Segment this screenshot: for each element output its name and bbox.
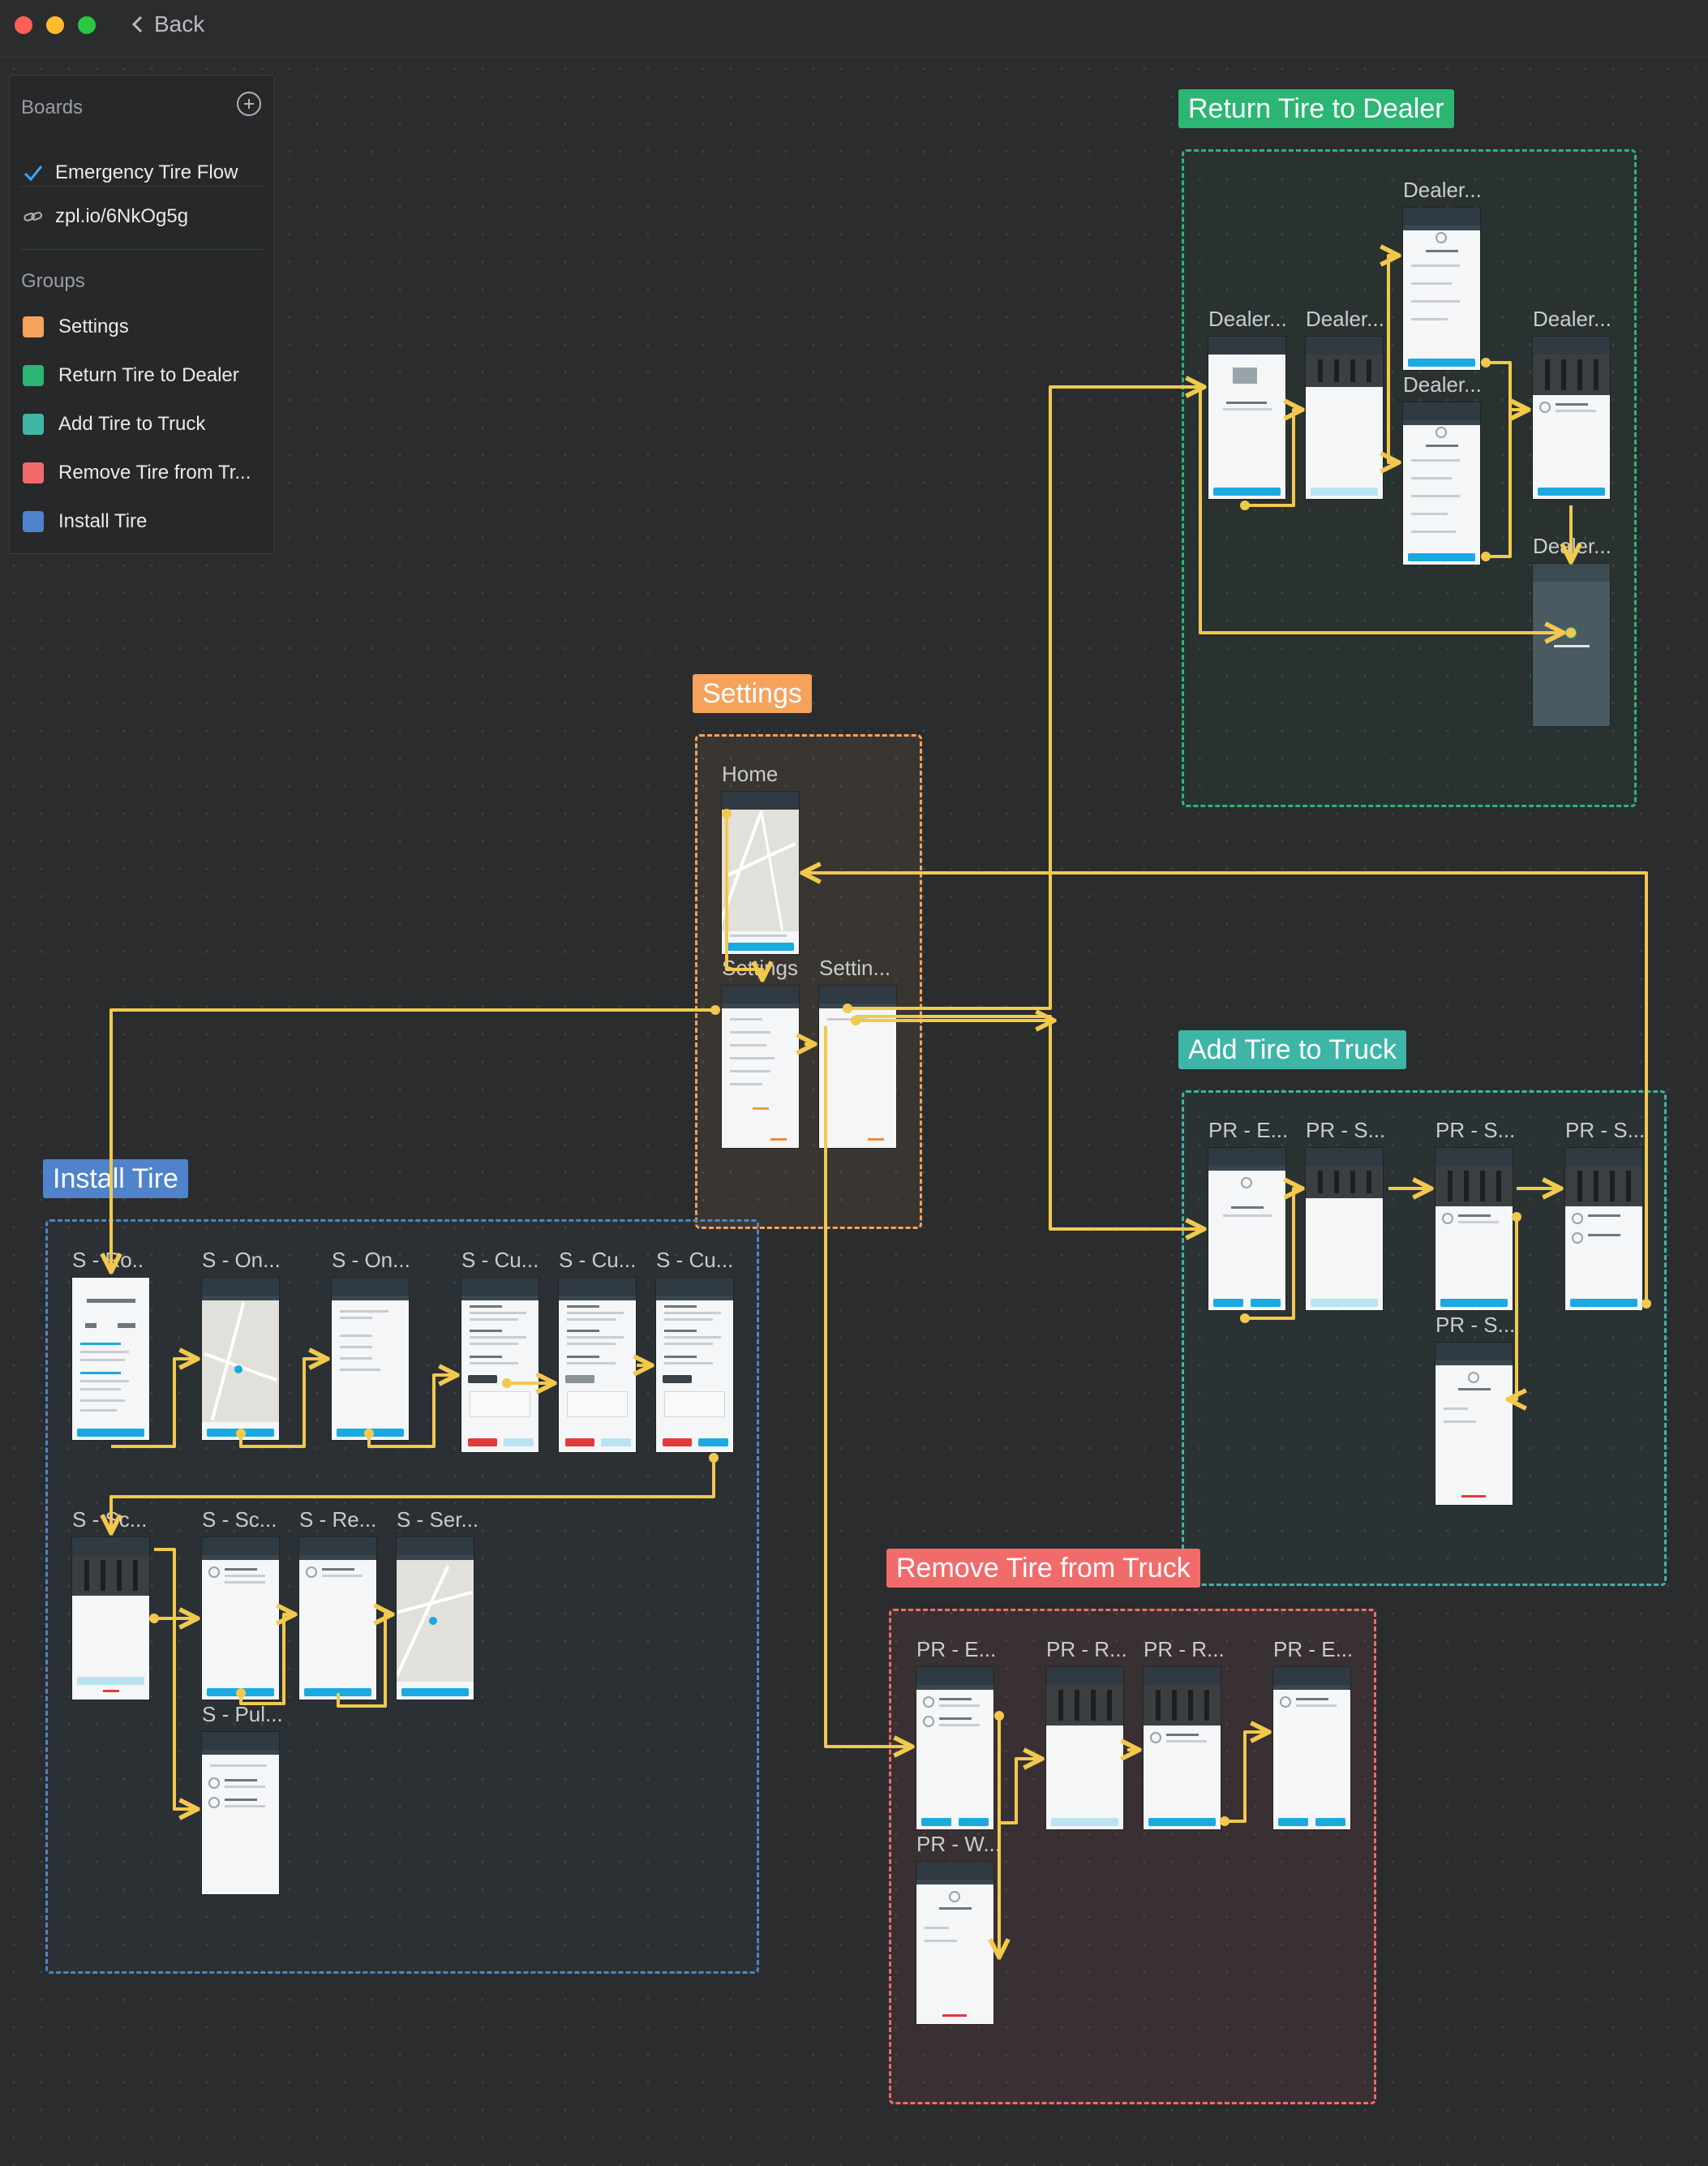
screen-label: PR - E... (916, 1637, 997, 1661)
screen-thumbnail[interactable] (1533, 337, 1610, 499)
screen-thumbnail[interactable] (1435, 1148, 1513, 1310)
screen-thumbnail[interactable] (332, 1278, 409, 1440)
groups-header: Groups (21, 270, 85, 292)
group-item-label: Return Tire to Dealer (58, 364, 239, 386)
screen-thumbnail[interactable] (1435, 1343, 1513, 1505)
screen-thumbnail[interactable] (722, 792, 799, 954)
screen-thumbnail[interactable] (1403, 208, 1480, 370)
group-item-label: Add Tire to Truck (58, 413, 206, 435)
screen-label: S - On... (332, 1248, 410, 1272)
screen-label: Dealer... (1533, 307, 1611, 331)
board-name: Emergency Tire Flow (55, 161, 238, 183)
screen-label: S - Ser... (397, 1507, 478, 1532)
group-color-swatch (23, 316, 44, 337)
screen-thumbnail[interactable] (722, 986, 799, 1148)
board-item[interactable]: Emergency Tire Flow (10, 152, 274, 194)
title-bar: Back (0, 0, 1708, 58)
screen-label: Dealer... (1208, 307, 1287, 331)
group-title-return[interactable]: Return Tire to Dealer (1178, 89, 1454, 128)
screen-thumbnail[interactable] (1565, 1148, 1642, 1310)
minimize-window-button[interactable] (46, 16, 64, 34)
screen-label: S - Sc... (202, 1507, 277, 1532)
group-item-label: Settings (58, 316, 129, 337)
chevron-left-icon (131, 15, 143, 33)
screen-label: PR - R... (1144, 1637, 1225, 1661)
back-button[interactable]: Back (130, 11, 204, 37)
screen-thumbnail[interactable] (72, 1537, 149, 1700)
screen-thumbnail[interactable] (1144, 1667, 1221, 1829)
screen-label: Settin... (819, 956, 891, 980)
screen-thumbnail[interactable] (1208, 1148, 1285, 1310)
screen-label: PR - E... (1273, 1637, 1354, 1661)
group-item-return-tire[interactable]: Return Tire to Dealer (10, 355, 274, 397)
screen-label: PR - R... (1046, 1637, 1127, 1661)
screen-thumbnail[interactable] (202, 1732, 279, 1894)
zoom-window-button[interactable] (78, 16, 96, 34)
divider (21, 186, 263, 187)
group-color-swatch (23, 462, 44, 483)
screen-thumbnail[interactable] (819, 986, 896, 1148)
screen-label: S - Cu... (461, 1248, 539, 1272)
screen-thumbnail[interactable] (1208, 337, 1285, 499)
screen-label: PR - E... (1208, 1118, 1289, 1142)
screen-thumbnail[interactable] (461, 1278, 539, 1452)
link-icon (24, 212, 43, 221)
screen-thumbnail[interactable] (559, 1278, 636, 1452)
screen-thumbnail[interactable] (1306, 1148, 1383, 1310)
screen-label: S - Cu... (559, 1248, 637, 1272)
group-item-settings[interactable]: Settings (10, 306, 274, 348)
screen-thumbnail[interactable] (916, 1667, 993, 1829)
close-window-button[interactable] (15, 16, 32, 34)
screen-label: PR - S... (1435, 1313, 1516, 1337)
screen-thumbnail[interactable] (916, 1862, 993, 2024)
group-color-swatch (23, 365, 44, 386)
screen-thumbnail[interactable] (1533, 564, 1610, 726)
boards-panel: Boards Emergency Tire Flow zpl.io/6NkOg5… (9, 75, 275, 554)
group-color-swatch (23, 414, 44, 435)
screen-label: Dealer... (1403, 372, 1482, 397)
screen-label: Dealer... (1403, 178, 1482, 202)
screen-label: PR - S... (1435, 1118, 1516, 1142)
screen-thumbnail[interactable] (202, 1537, 279, 1700)
screen-label: Settings (722, 956, 798, 980)
screen-label: S - Ro... (72, 1248, 145, 1272)
screen-label: PR - S... (1565, 1118, 1646, 1142)
screen-label: S - Cu... (656, 1248, 734, 1272)
screen-thumbnail[interactable] (1403, 402, 1480, 565)
screen-label: S - On... (202, 1248, 281, 1272)
screen-label: S - Pul... (202, 1702, 283, 1726)
screen-thumbnail[interactable] (202, 1278, 279, 1440)
screen-label: Dealer... (1306, 307, 1384, 331)
screen-thumbnail[interactable] (1273, 1667, 1350, 1829)
screen-thumbnail[interactable] (299, 1537, 376, 1700)
checkmark-icon (24, 165, 43, 182)
screen-label: Dealer... (1533, 534, 1611, 558)
group-color-swatch (23, 511, 44, 532)
screen-label: S - Sc... (72, 1507, 145, 1532)
boards-header: Boards (21, 97, 84, 118)
screen-thumbnail[interactable] (656, 1278, 733, 1452)
group-title-add[interactable]: Add Tire to Truck (1178, 1030, 1406, 1069)
screen-label: Home (722, 762, 779, 786)
screen-label: S - Re... (299, 1507, 377, 1532)
group-title-remove[interactable]: Remove Tire from Truck (886, 1549, 1200, 1588)
group-title-install[interactable]: Install Tire (43, 1159, 188, 1198)
screen-label: PR - S... (1306, 1118, 1386, 1142)
group-title-settings[interactable]: Settings (693, 674, 812, 713)
divider (21, 249, 263, 250)
group-item-install-tire[interactable]: Install Tire (10, 501, 274, 543)
screen-thumbnail[interactable] (1306, 337, 1383, 499)
group-item-remove-tire[interactable]: Remove Tire from Tr... (10, 452, 274, 494)
group-item-label: Remove Tire from Tr... (58, 462, 251, 483)
group-item-add-tire[interactable]: Add Tire to Truck (10, 403, 274, 445)
screen-thumbnail[interactable] (397, 1537, 474, 1700)
back-label: Back (154, 11, 205, 37)
add-board-icon[interactable] (237, 92, 261, 116)
screen-thumbnail[interactable] (1046, 1667, 1123, 1829)
screen-thumbnail[interactable] (72, 1278, 149, 1440)
share-link[interactable]: zpl.io/6NkOg5g (10, 196, 274, 238)
screen-label: PR - W... (916, 1832, 998, 1856)
group-item-label: Install Tire (58, 510, 148, 532)
share-link-text: zpl.io/6NkOg5g (55, 205, 189, 227)
